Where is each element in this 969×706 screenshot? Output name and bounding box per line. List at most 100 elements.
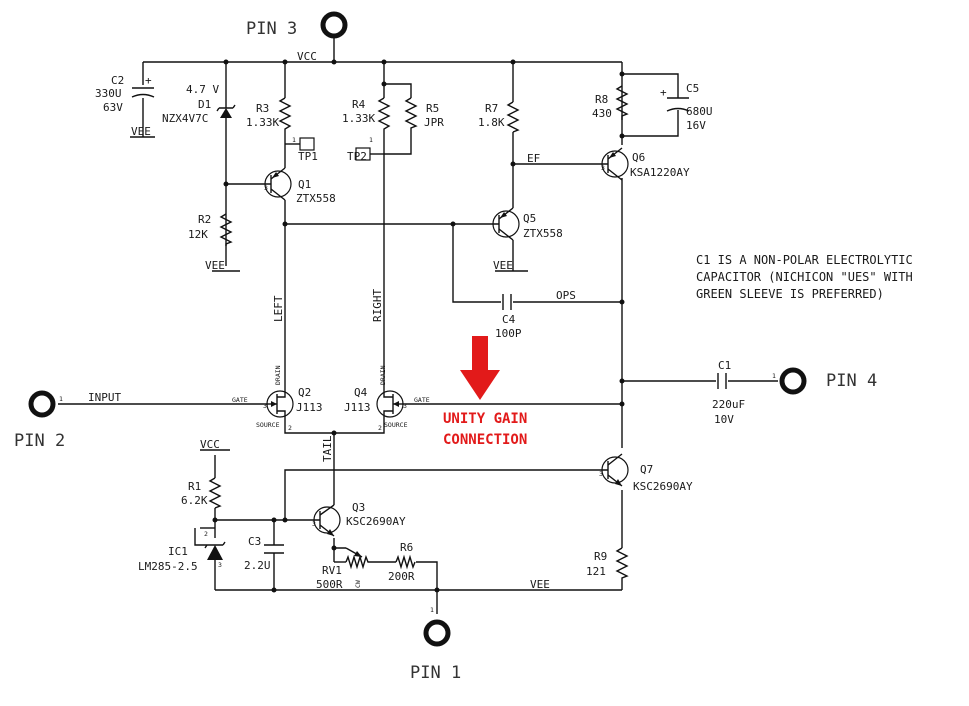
c1-value: 220uF — [712, 398, 745, 411]
r8-ref: R8 — [595, 93, 608, 106]
q2-gate-label: GATE — [232, 396, 248, 404]
r8-value: 430 — [592, 107, 612, 120]
r2-value: 12K — [188, 228, 208, 241]
pin4-terminal[interactable] — [779, 367, 807, 395]
r9-resistor-symbol — [615, 547, 629, 580]
junctions — [212, 59, 625, 593]
right-net-label: RIGHT — [371, 289, 384, 322]
c1-capacitor-symbol — [717, 373, 727, 389]
pin1-label: PIN 1 — [410, 663, 461, 683]
q5-transistor-symbol — [492, 207, 520, 241]
pin2-label: PIN 2 — [14, 431, 65, 451]
c1-rating: 10V — [714, 413, 734, 426]
pin-num: 3 — [263, 402, 267, 410]
r5-resistor-symbol — [404, 97, 418, 130]
c4-capacitor-symbol — [502, 294, 512, 310]
r1-value: 6.2K — [181, 494, 208, 507]
r1-resistor-symbol — [208, 477, 222, 509]
d1-voltage: 4.7 V — [186, 83, 219, 96]
r4-value: 1.33K — [342, 112, 375, 125]
pin1-terminal[interactable] — [423, 619, 451, 647]
q2-source-label: SOURCE — [256, 421, 280, 429]
pin-num: 1 — [772, 372, 776, 380]
d1-zener-symbol — [216, 104, 236, 118]
rv1-value: 500R — [316, 578, 343, 591]
pin3-label: PIN 3 — [246, 19, 297, 39]
q3-transistor-symbol — [313, 504, 341, 537]
c3-ref: C3 — [248, 535, 261, 548]
r9-ref: R9 — [594, 550, 607, 563]
note-line-3: GREEN SLEEVE IS PREFERRED) — [696, 287, 884, 301]
tp1-testpoint-symbol[interactable] — [299, 137, 315, 151]
vee-net-label-c2: VEE — [131, 125, 151, 138]
vee-net-label-bottom: VEE — [530, 578, 550, 591]
r4-ref: R4 — [352, 98, 366, 111]
q5-value: ZTX558 — [523, 227, 563, 240]
tp2-testpoint-symbol[interactable] — [355, 147, 371, 161]
q1-ref: Q1 — [298, 178, 311, 191]
q6-transistor-symbol — [601, 147, 629, 181]
c4-ref: C4 — [502, 313, 516, 326]
q6-value: KSA1220AY — [630, 166, 690, 179]
c2-rating: 63V — [103, 101, 123, 114]
q2-jfet-symbol — [266, 388, 294, 420]
pin3-terminal[interactable] — [320, 11, 348, 39]
q1-transistor-symbol — [264, 167, 292, 201]
q7-value: KSC2690AY — [633, 480, 693, 493]
c5-value: 680U — [686, 105, 713, 118]
vcc-net-label-ref: VCC — [200, 438, 220, 451]
q4-ref: Q4 — [354, 386, 368, 399]
vee-net-label-r2: VEE — [205, 259, 225, 272]
r3-value: 1.33K — [246, 116, 279, 129]
q7-transistor-symbol — [601, 453, 629, 487]
q2-drain-label: DRAIN — [274, 365, 282, 385]
pin-num: 1 — [369, 136, 373, 144]
q3-value: KSC2690AY — [346, 515, 406, 528]
ic1-ref: IC1 — [168, 545, 188, 558]
ops-net-label: OPS — [556, 289, 576, 302]
r8-resistor-symbol — [615, 85, 629, 120]
pin-num: 1 — [430, 606, 434, 614]
pin-num: 3 — [599, 470, 603, 478]
q4-source-label: SOURCE — [384, 421, 408, 429]
q4-drain-label: DRAIN — [379, 365, 387, 385]
r4-resistor-symbol — [377, 97, 391, 132]
r6-ref: R6 — [400, 541, 413, 554]
c5-ref: C5 — [686, 82, 699, 95]
tail-net-label: TAIL — [321, 435, 334, 462]
ic1-reference-symbol — [204, 541, 226, 560]
pin-num: 3 — [601, 164, 605, 172]
r2-ref: R2 — [198, 213, 211, 226]
tp2-ref: TP2 — [347, 150, 367, 163]
c2-polarity: + — [145, 74, 152, 87]
r7-value: 1.8K — [478, 116, 505, 129]
q5-ref: Q5 — [523, 212, 536, 225]
q4-value: J113 — [344, 401, 371, 414]
unity-gain-label-line1: UNITY GAIN — [443, 411, 527, 427]
pin-num: 3 — [218, 561, 222, 569]
q4-gate-label: GATE — [414, 396, 430, 404]
c2-value: 330U — [95, 87, 122, 100]
pin4-label: PIN 4 — [826, 371, 877, 391]
input-net-label: INPUT — [88, 391, 121, 404]
d1-ref: D1 — [198, 98, 211, 111]
ef-net-label: EF — [527, 152, 540, 165]
rv1-potentiometer-symbol — [345, 547, 372, 570]
r7-resistor-symbol — [506, 101, 520, 133]
q2-value: J113 — [296, 401, 323, 414]
pin2-terminal[interactable] — [28, 390, 56, 418]
pin-numbers: 1 1 1 1 1 1 2 2 3 3 3 3 3 3 2 3 — [59, 30, 776, 614]
pin-num: 2 — [288, 424, 292, 432]
d1-value: NZX4V7C — [162, 112, 208, 125]
pin-num: 1 — [338, 30, 342, 38]
c3-capacitor-symbol — [264, 544, 284, 554]
r1-ref: R1 — [188, 480, 201, 493]
vee-net-label-q5: VEE — [493, 259, 513, 272]
pin-num: 2 — [378, 424, 382, 432]
wires — [58, 38, 778, 614]
pin-num: 3 — [264, 184, 268, 192]
q4-jfet-symbol — [376, 388, 404, 420]
pin-num: 3 — [403, 402, 407, 410]
down-arrow-icon — [460, 336, 500, 400]
unity-gain-label-line2: CONNECTION — [443, 432, 527, 448]
